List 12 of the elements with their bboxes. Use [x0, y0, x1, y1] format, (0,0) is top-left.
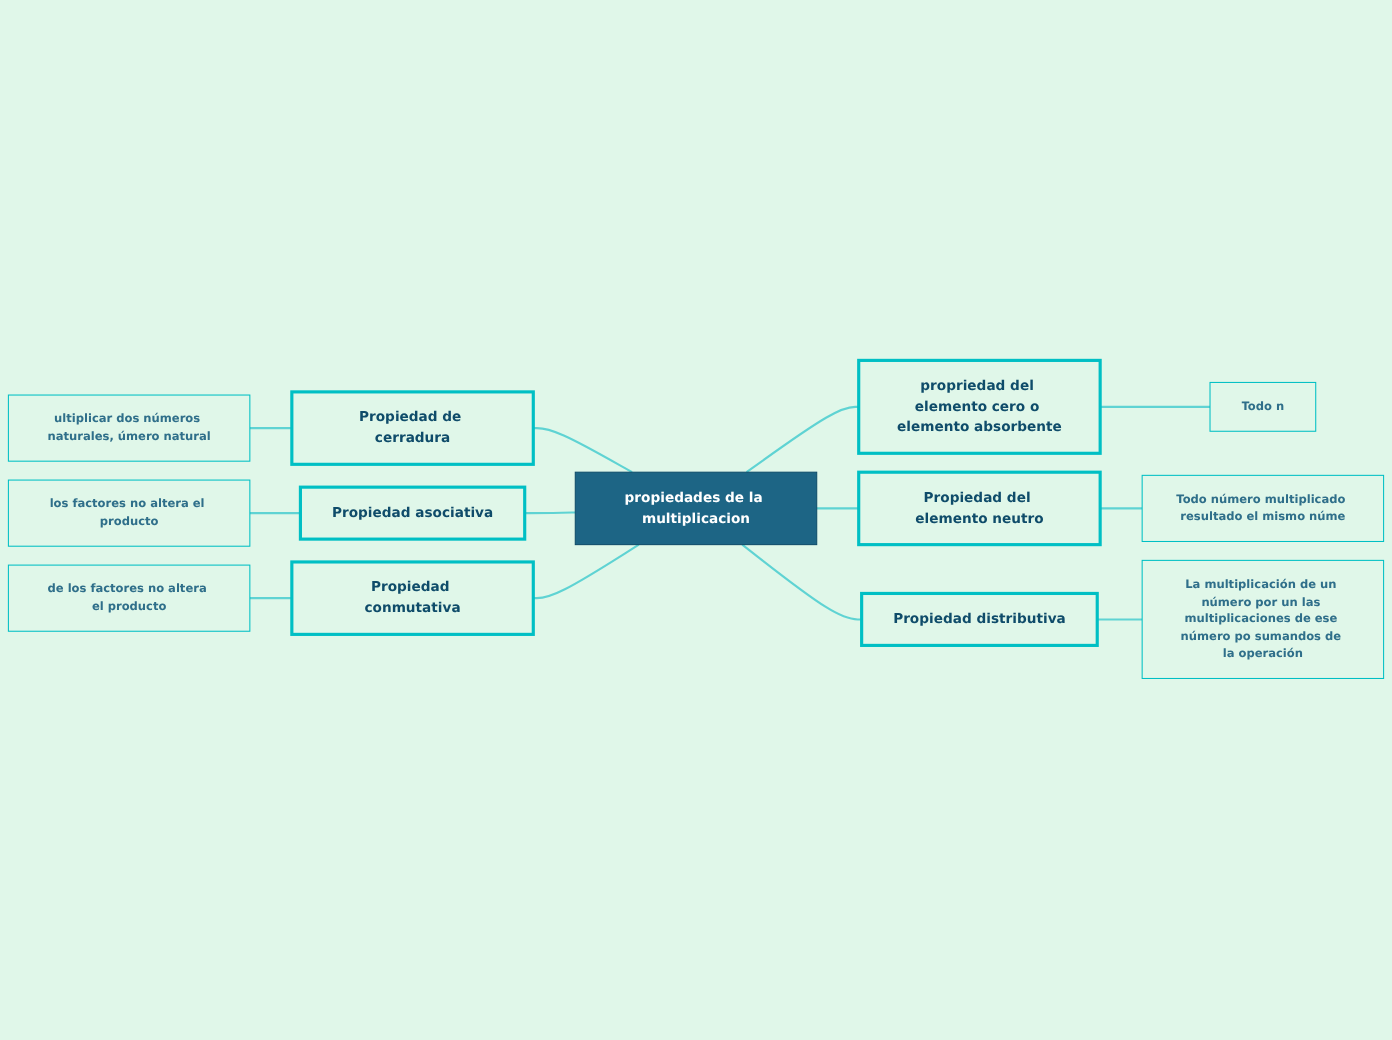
connector [533, 544, 640, 600]
connector [741, 544, 862, 622]
connector [1100, 507, 1143, 511]
connector [533, 427, 633, 474]
connector [1097, 618, 1143, 622]
connector [524, 511, 576, 515]
connector [249, 597, 292, 600]
connector [1100, 406, 1210, 409]
connector [249, 427, 292, 430]
connector [816, 507, 859, 511]
connector [249, 512, 301, 515]
connector [745, 406, 859, 474]
